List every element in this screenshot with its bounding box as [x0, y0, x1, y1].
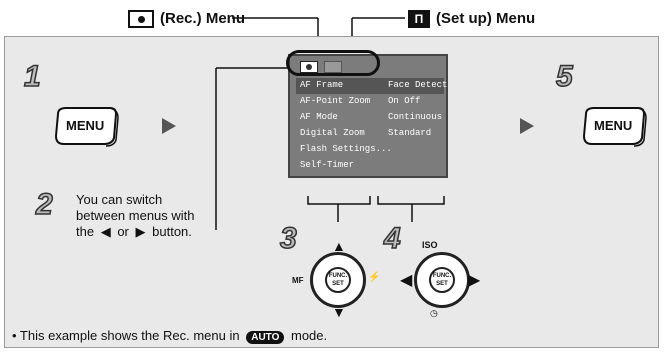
menu-row: Digital Zoom Standard — [296, 126, 444, 142]
right-arrow-icon: ▶ — [468, 272, 481, 289]
control-dial-updown: FUNC. SET ▲ ▼ MF ⚡ — [292, 238, 380, 320]
step-4-number: 4 — [383, 221, 401, 256]
menu-row-label: Flash Settings... — [300, 144, 392, 154]
setup-tab-icon — [324, 61, 342, 73]
func-set-button: FUNC. SET — [325, 267, 351, 293]
step-2-line-1: You can switch — [76, 192, 163, 207]
menu-button-icon — [582, 107, 647, 147]
rec-tab-icon — [300, 61, 318, 73]
camera-icon — [128, 10, 154, 28]
menu-button-left-label: MENU — [66, 118, 105, 133]
tab-highlight — [286, 50, 380, 76]
menu-tabs — [296, 60, 354, 74]
tools-icon: Π — [408, 10, 430, 28]
footer-suffix: mode. — [291, 328, 328, 343]
menu-row-value: Continuous — [388, 112, 443, 122]
menu-row-label: Self-Timer — [300, 160, 355, 170]
arrow-right-icon — [162, 118, 176, 134]
menu-row-value: On Off — [388, 96, 421, 106]
menu-row: AF Mode Continuous — [296, 110, 444, 126]
step-2-line-3: the ◀ or ▶ button. — [76, 224, 192, 240]
right-arrow-icon: ▶ — [135, 224, 146, 239]
iso-label: ISO — [422, 240, 438, 250]
step-2-number: 2 — [35, 187, 53, 222]
menu-button-left: MENU — [52, 104, 122, 153]
step-2-line-3a: the — [76, 224, 95, 239]
self-timer-icon: ◷ — [430, 308, 438, 318]
down-arrow-icon: ▼ — [332, 304, 346, 320]
up-arrow-icon: ▲ — [332, 238, 346, 254]
control-dial-leftright: ISO FUNC. SET ◀ ▶ ◷ — [400, 240, 482, 318]
menu-row-label: Digital Zoom — [300, 128, 365, 138]
menu-row-value: Face Detect — [388, 80, 448, 90]
manual-focus-label: MF — [292, 276, 304, 285]
menu-row: Flash Settings... — [296, 142, 444, 158]
menu-button-right: MENU — [580, 104, 650, 153]
step-2-line-2: between menus with — [76, 208, 195, 223]
step-2-line-3c: button. — [152, 224, 192, 239]
footer-note: • This example shows the Rec. menu in AU… — [12, 328, 327, 344]
step-1-number: 1 — [23, 59, 41, 94]
rec-menu-label: (Rec.) Menu — [160, 10, 246, 27]
flash-icon: ⚡ — [368, 272, 381, 283]
auto-mode-badge: AUTO — [246, 331, 285, 344]
step-2-line-3b: or — [117, 224, 129, 239]
left-arrow-icon: ◀ — [400, 272, 413, 289]
menu-button-right-label: MENU — [594, 118, 633, 133]
menu-row-value: Standard — [388, 128, 432, 138]
menu-row: AF Frame Face Detect — [296, 78, 448, 94]
left-arrow-icon: ◀ — [100, 224, 111, 239]
menu-row: AF-Point Zoom On Off — [296, 94, 444, 110]
footer-prefix: • This example shows the Rec. menu in — [12, 328, 240, 343]
menu-row-label: AF-Point Zoom — [300, 96, 371, 106]
menu-button-icon — [54, 107, 119, 147]
menu-row: Self-Timer — [296, 158, 444, 174]
setup-menu-label: (Set up) Menu — [436, 10, 536, 27]
step-3-number: 3 — [279, 221, 297, 256]
menu-row-label: AF Mode — [300, 112, 338, 122]
menu-row-label: AF Frame — [300, 80, 344, 90]
func-set-button: FUNC. SET — [429, 267, 455, 293]
step-5-number: 5 — [555, 59, 573, 94]
arrow-right-icon — [520, 118, 534, 134]
